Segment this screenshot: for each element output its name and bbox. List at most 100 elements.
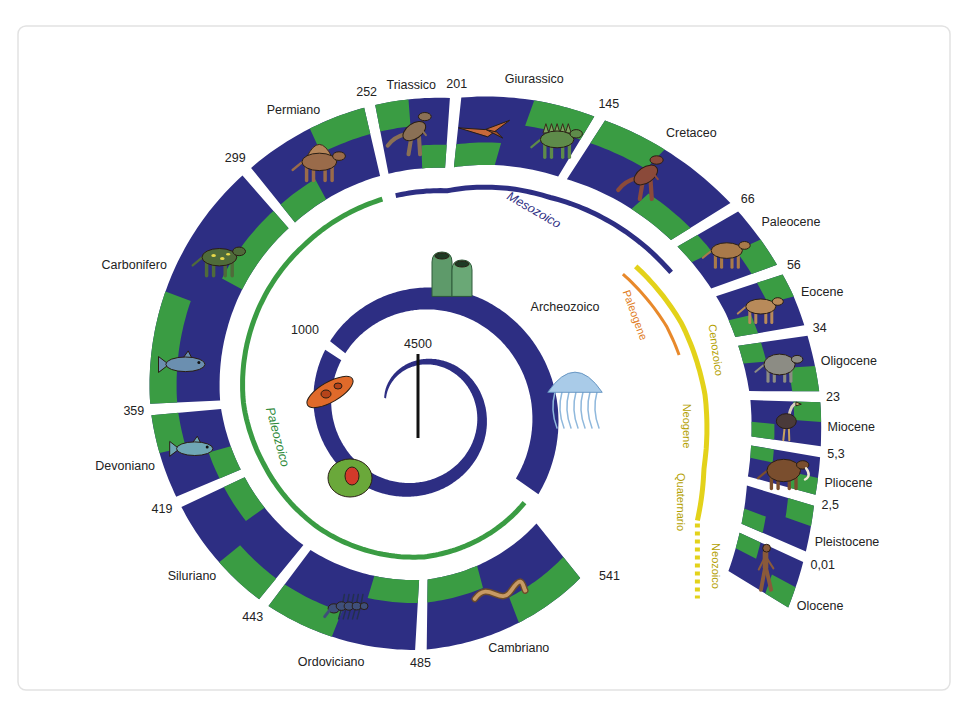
- human-figure: [759, 544, 774, 589]
- figure-part: [345, 467, 359, 485]
- mammal-figure: [738, 298, 784, 323]
- figure-part: [764, 354, 795, 375]
- figure-part: [553, 392, 557, 428]
- era-name: Archeozoico: [531, 300, 600, 314]
- land-patch: [281, 179, 327, 222]
- figure-part: [202, 249, 237, 266]
- period-name: Pleistocene: [815, 535, 880, 549]
- era-name: Quaternario: [674, 473, 688, 531]
- land-patch: [375, 99, 410, 131]
- period-segment: [454, 97, 594, 177]
- figure-part: [653, 173, 658, 179]
- spiral-band: [313, 350, 487, 497]
- figure-part: [791, 355, 802, 363]
- age-value: 299: [225, 151, 246, 165]
- land-patch: [742, 509, 766, 533]
- period-segment: [750, 400, 821, 446]
- figure-part: [475, 582, 525, 599]
- figure-part: [321, 390, 331, 398]
- worm-figure: [475, 582, 525, 599]
- land-patch: [678, 235, 713, 262]
- start-marker: [417, 354, 420, 438]
- period-name: Oligocene: [821, 354, 877, 368]
- period-segment: [269, 550, 420, 650]
- age-value: 5,3: [827, 447, 844, 461]
- period-segment: [738, 336, 819, 392]
- frame: [18, 26, 950, 690]
- sponge-figure: [432, 252, 472, 296]
- figure-part: [763, 544, 771, 552]
- figure-part: [763, 553, 769, 568]
- fish-figure: [170, 436, 213, 456]
- age-value: 359: [123, 404, 144, 418]
- period-name: Ordoviciano: [298, 655, 365, 669]
- figure-part: [540, 131, 574, 148]
- period-name: Carbonifero: [102, 258, 167, 272]
- figure-part: [352, 602, 361, 610]
- land-patch: [736, 533, 761, 559]
- period-name: Paleocene: [761, 215, 820, 229]
- figure-part: [560, 392, 564, 428]
- land-patch: [454, 143, 501, 168]
- land-patch: [786, 498, 814, 526]
- figure-part: [421, 129, 426, 135]
- figure-part: [211, 254, 216, 257]
- period-segment: [151, 409, 240, 497]
- figure-part: [455, 261, 469, 267]
- figure-part: [588, 392, 592, 428]
- figure-part: [419, 137, 420, 154]
- figure-part: [776, 414, 796, 429]
- age-value: 2,5: [822, 498, 839, 512]
- period-segment: [716, 274, 804, 337]
- period-name: Eocene: [801, 285, 843, 299]
- period-name: Olocene: [797, 599, 844, 613]
- figure-part: [400, 118, 430, 145]
- figure-part: [302, 153, 337, 170]
- figure-part: [548, 372, 602, 392]
- age-value: 252: [356, 85, 377, 99]
- age-value: 66: [741, 192, 755, 206]
- figure-part: [177, 442, 213, 456]
- bird-figure: [776, 402, 801, 440]
- figure-part: [233, 247, 246, 256]
- figure-part: [739, 242, 750, 250]
- figure-part: [581, 392, 585, 428]
- figure-part: [334, 383, 342, 389]
- age-value: 443: [242, 610, 263, 624]
- age-value: 419: [152, 502, 173, 516]
- jellyfish-figure: [548, 372, 602, 428]
- cell-figure: [302, 370, 357, 413]
- age-value: 4500: [404, 337, 432, 351]
- figure-part: [166, 357, 205, 372]
- period-segment: [748, 445, 820, 494]
- land-patch: [736, 240, 777, 274]
- figure-part: [475, 582, 525, 599]
- figure-part: [574, 392, 578, 428]
- figure-part: [220, 257, 225, 260]
- land-patch: [219, 545, 276, 599]
- figure-part: [567, 392, 571, 428]
- period-name: Permiano: [267, 103, 321, 117]
- land-patch: [421, 145, 446, 169]
- land-patch: [750, 445, 774, 462]
- figure-part: [459, 120, 510, 136]
- figure-part: [360, 603, 368, 610]
- period-name: Miocene: [828, 420, 875, 434]
- era-arc: [636, 266, 707, 520]
- figure-part: [767, 459, 801, 481]
- figure-part: [570, 130, 582, 138]
- age-value: 201: [446, 77, 467, 91]
- dinosaur-figure: [618, 156, 663, 199]
- sea-scorpion-figure: [325, 595, 368, 619]
- stegosaur-figure: [531, 124, 582, 158]
- land-patch: [224, 477, 265, 521]
- period-segment: [567, 121, 731, 241]
- figure-part: [805, 468, 809, 479]
- figure-part: [650, 156, 663, 164]
- age-value: 56: [787, 258, 801, 272]
- figure-part: [435, 253, 449, 259]
- age-value: 0,01: [811, 558, 835, 572]
- period-segment: [728, 533, 803, 608]
- figure-part: [226, 253, 230, 255]
